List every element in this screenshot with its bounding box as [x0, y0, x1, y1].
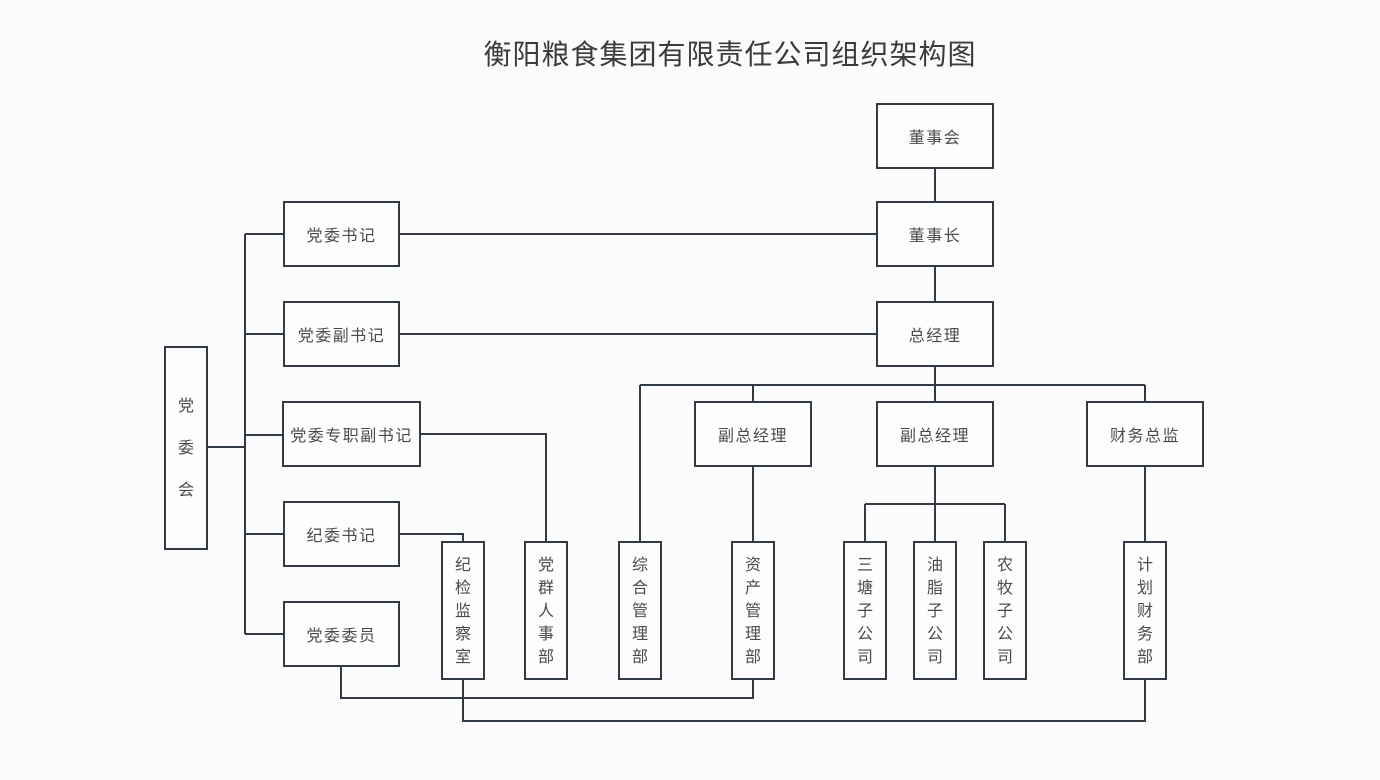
node-label-char: 农 [996, 554, 1013, 574]
node-party-mass-hr-dept: 党群人事部 [524, 541, 568, 680]
node-label-char: 子 [926, 600, 943, 620]
node-label-char: 理 [744, 623, 761, 643]
node-deputy-party-secretary: 党委副书记 [283, 301, 400, 367]
node-label-char: 司 [926, 646, 943, 666]
node-label-char: 人 [537, 600, 554, 620]
edge-party-committee-member-asset-mgmt-dept [340, 666, 754, 699]
node-label-char: 管 [744, 600, 761, 620]
node-chairman: 董事长 [876, 201, 994, 267]
node-label-char: 油 [926, 554, 943, 574]
node-discipline-secretary: 纪委书记 [283, 501, 400, 567]
node-label-char: 理 [631, 623, 648, 643]
node-vice-gm-2: 副总经理 [876, 401, 994, 467]
node-party-committee-member: 党委委员 [283, 601, 400, 667]
node-label-char: 会 [177, 480, 194, 499]
node-label-char: 党 [177, 396, 194, 415]
node-santang-subsidiary: 三塘子公司 [843, 541, 887, 680]
node-label-char: 财 [1136, 600, 1153, 620]
node-label-char: 脂 [926, 577, 943, 597]
node-label-char: 部 [631, 646, 648, 666]
node-party-secretary: 党委书记 [283, 201, 400, 267]
node-label-char: 监 [454, 600, 471, 620]
node-label-char: 纪 [454, 554, 471, 574]
node-label-char: 三 [856, 554, 873, 574]
node-label-char: 综 [631, 554, 648, 574]
node-label-char: 检 [454, 577, 471, 597]
node-general-admin-dept: 综合管理部 [618, 541, 662, 680]
node-label-char: 公 [996, 623, 1013, 643]
node-label-char: 务 [1136, 623, 1153, 643]
node-label-char: 公 [856, 623, 873, 643]
edge-discipline-office-planning-finance-dept [462, 679, 1146, 722]
node-asset-mgmt-dept: 资产管理部 [731, 541, 775, 680]
node-label-char: 公 [926, 623, 943, 643]
node-label-char: 计 [1136, 554, 1153, 574]
chart-title: 衡阳粮食集团有限责任公司组织架构图 [483, 38, 977, 71]
node-label-char: 管 [631, 600, 648, 620]
edge-discipline-secretary-inspection-office [400, 533, 464, 542]
node-board: 董事会 [876, 103, 994, 169]
node-general-manager: 总经理 [876, 301, 994, 367]
node-agri-subsidiary: 农牧子公司 [983, 541, 1027, 680]
node-label-char: 司 [856, 646, 873, 666]
node-oil-subsidiary: 油脂子公司 [913, 541, 957, 680]
node-label-char: 察 [454, 623, 471, 643]
node-label-char: 党 [537, 554, 554, 574]
node-label-char: 部 [1136, 646, 1153, 666]
node-label-char: 牧 [996, 577, 1013, 597]
node-label-char: 子 [856, 600, 873, 620]
node-label-char: 资 [744, 554, 761, 574]
node-label-char: 子 [996, 600, 1013, 620]
node-label-char: 群 [537, 577, 554, 597]
node-discipline-inspection-office: 纪检监察室 [441, 541, 485, 680]
node-party-committee: 党委会 [164, 346, 208, 550]
node-label-char: 产 [744, 577, 761, 597]
node-label-char: 合 [631, 577, 648, 597]
node-label-char: 部 [537, 646, 554, 666]
node-label-char: 塘 [856, 577, 873, 597]
node-vice-gm-1: 副总经理 [694, 401, 812, 467]
node-label-char: 事 [537, 623, 554, 643]
node-label-char: 委 [177, 438, 194, 457]
node-label-char: 部 [744, 646, 761, 666]
edge-fulltime-deputy-party-mass-hr-dept [420, 433, 547, 542]
node-fulltime-deputy-party-secretary: 党委专职副书记 [282, 401, 421, 467]
node-planning-finance-dept: 计划财务部 [1123, 541, 1167, 680]
node-cfo: 财务总监 [1086, 401, 1204, 467]
node-label-char: 司 [996, 646, 1013, 666]
node-label-char: 室 [454, 646, 471, 666]
node-label-char: 划 [1136, 577, 1153, 597]
